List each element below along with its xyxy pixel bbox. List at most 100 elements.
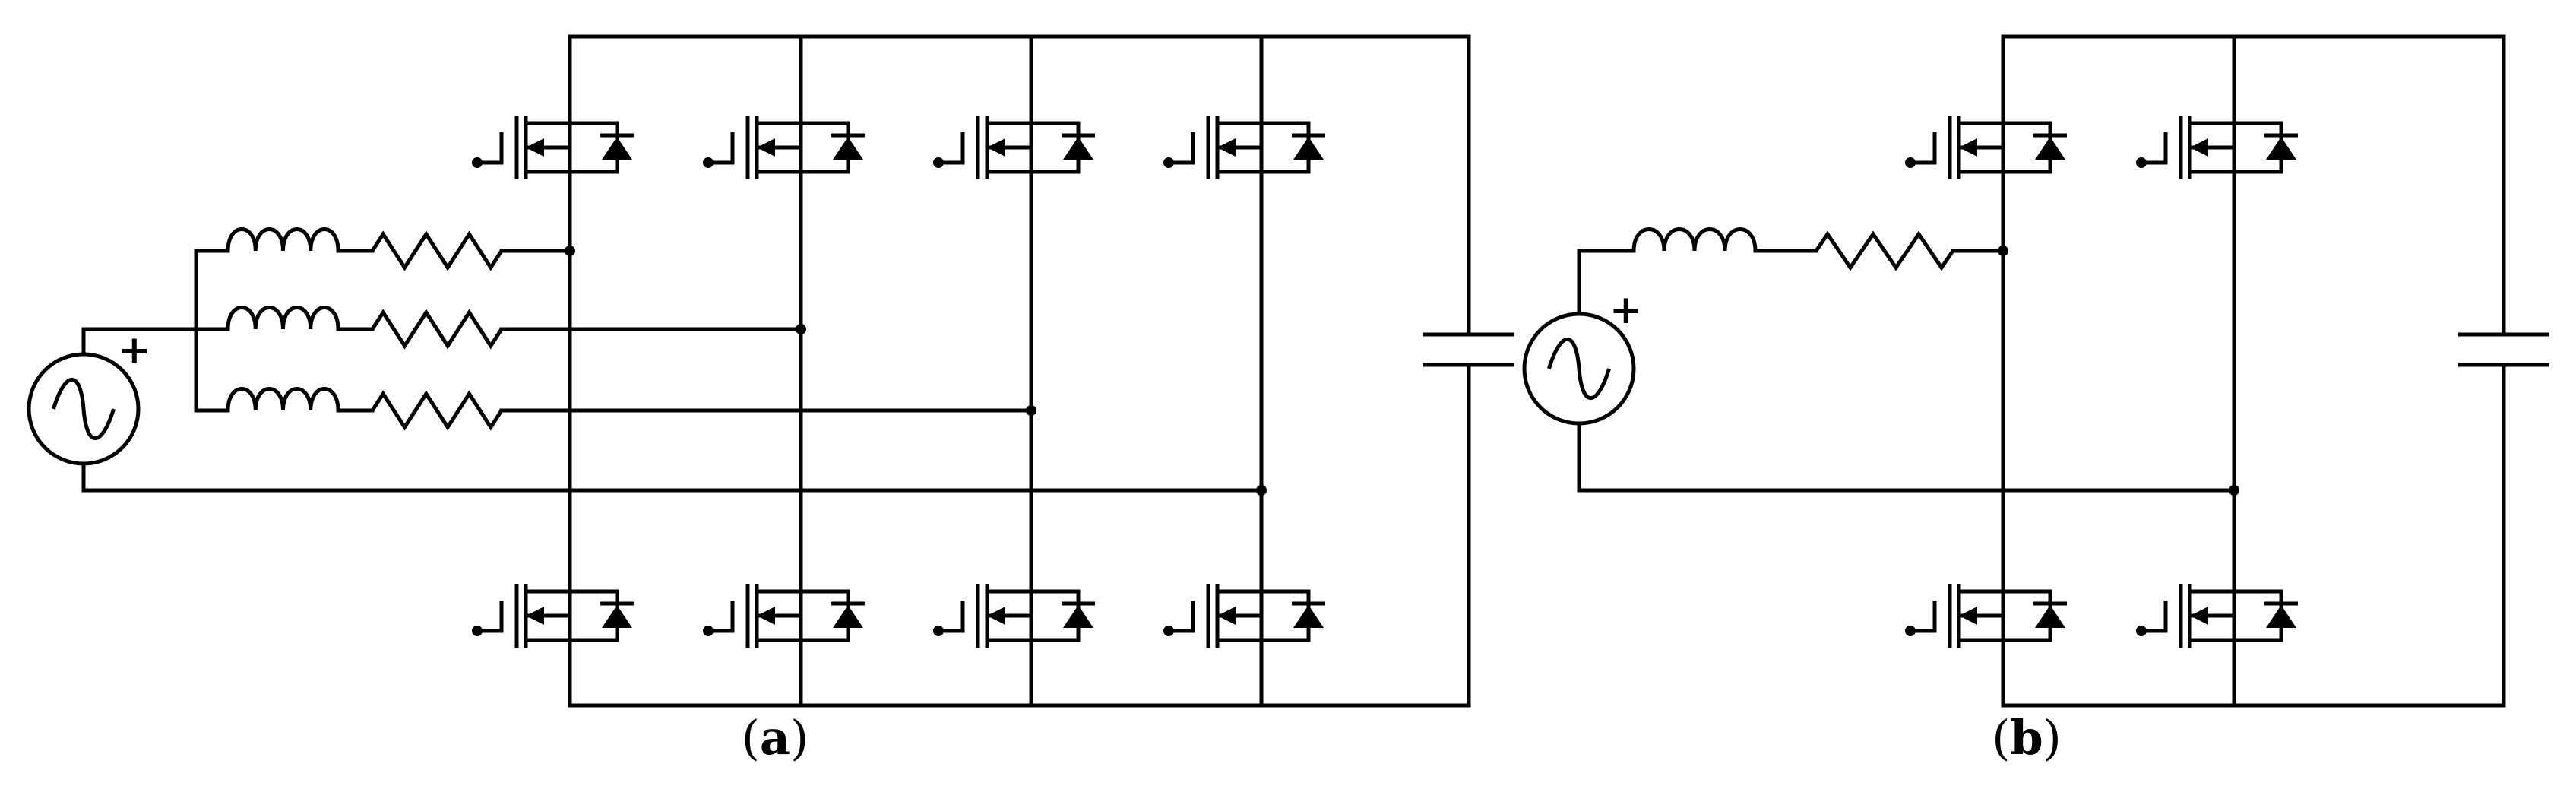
capacitor-icon <box>1423 332 1514 367</box>
gate-lead <box>479 132 504 165</box>
source-lead <box>526 638 572 661</box>
mosfet-arrow <box>1217 138 1236 157</box>
gate-lead <box>1170 601 1195 633</box>
mosfet-arrow <box>2190 607 2208 625</box>
resistor-icon <box>1814 230 1955 271</box>
drain-lead <box>2190 102 2236 125</box>
body-lead <box>987 145 1033 172</box>
source-lead <box>1217 638 1264 661</box>
mosfet-arrow <box>526 138 544 157</box>
diode-triangle <box>1063 605 1093 628</box>
source-lead <box>757 170 803 193</box>
gate-terminal <box>1905 626 1916 636</box>
drain-lead <box>757 570 803 594</box>
capacitor-gap <box>1463 334 1475 365</box>
diode-triangle <box>2266 137 2296 160</box>
mosfet-icon <box>933 570 1095 661</box>
source-lead <box>526 170 572 193</box>
diode-triangle <box>2035 605 2065 628</box>
resistor-icon <box>370 230 504 271</box>
mosfet-arrow <box>987 607 1005 625</box>
gate-lead <box>1170 132 1195 165</box>
inductor-coil <box>226 387 340 411</box>
inductor-icon <box>226 227 340 252</box>
gate-terminal <box>1163 626 1174 636</box>
gate-terminal <box>472 157 483 168</box>
body-lead <box>2190 145 2236 172</box>
diode-triangle <box>1293 137 1324 160</box>
resistor-zigzag <box>1814 230 1955 271</box>
diode-icon <box>2264 601 2298 628</box>
gate-lead <box>940 132 965 165</box>
resistor-zigzag <box>370 390 504 431</box>
gate-terminal <box>933 157 944 168</box>
drain-lead <box>1959 102 2005 125</box>
drain-lead <box>987 570 1033 594</box>
gate-terminal <box>2136 157 2147 168</box>
resistor-zigzag <box>370 309 504 350</box>
inductor-coil <box>226 306 340 330</box>
gate-lead <box>710 132 735 165</box>
drain-lead <box>1217 102 1264 125</box>
inductor-coil <box>1631 227 1758 252</box>
gate-terminal <box>1163 157 1174 168</box>
capacitor-gap <box>2498 334 2510 365</box>
mosfet-arrow <box>987 138 1005 157</box>
gate-terminal <box>703 626 714 636</box>
mosfet-icon <box>703 102 865 193</box>
diode-triangle <box>833 137 863 160</box>
junction-dot <box>796 324 806 334</box>
source-bottom-wire <box>1577 421 2236 493</box>
mosfet-icon <box>1905 102 2067 193</box>
mosfet-icon <box>1163 102 1325 193</box>
mosfet-icon <box>2136 102 2298 193</box>
resistor-icon <box>370 309 504 350</box>
gate-lead <box>1912 601 1937 633</box>
diode-triangle <box>602 137 632 160</box>
mosfet-icon <box>1163 570 1325 661</box>
diode-triangle <box>2266 605 2296 628</box>
gate-lead <box>940 601 965 633</box>
diode-icon <box>1292 601 1325 628</box>
junction-dot <box>2229 485 2239 496</box>
mosfet-icon <box>2136 570 2298 661</box>
body-lead <box>2190 613 2236 640</box>
drain-lead <box>1959 570 2005 594</box>
drain-lead <box>526 102 572 125</box>
mosfet-arrow <box>526 607 544 625</box>
junction-dot <box>1256 485 1267 496</box>
mosfet-icon <box>472 570 634 661</box>
body-lead <box>1217 613 1264 640</box>
mosfet-arrow <box>1959 607 1977 625</box>
mosfet-arrow <box>2190 138 2208 157</box>
gate-lead <box>479 601 504 633</box>
diode-icon <box>831 601 865 628</box>
drain-lead <box>2190 570 2236 594</box>
gate-terminal <box>933 626 944 636</box>
diode-icon <box>2264 133 2298 160</box>
resistor-icon <box>370 390 504 431</box>
diode-icon <box>831 133 865 160</box>
body-lead <box>757 613 803 640</box>
mosfet-arrow <box>1959 138 1977 157</box>
diode-triangle <box>602 605 632 628</box>
diode-icon <box>1062 601 1095 628</box>
body-lead <box>526 613 572 640</box>
dc-bus-rails <box>568 34 1471 708</box>
dc-bus-rails <box>2001 34 2506 708</box>
body-lead <box>526 145 572 172</box>
diode-triangle <box>1293 605 1324 628</box>
gate-lead <box>2143 601 2168 633</box>
diode-icon <box>600 601 634 628</box>
mosfet-arrow <box>1217 607 1236 625</box>
diode-triangle <box>2035 137 2065 160</box>
body-lead <box>1959 613 2005 640</box>
body-lead <box>1217 145 1264 172</box>
mosfet-arrow <box>757 138 775 157</box>
ac-source-icon <box>27 352 141 466</box>
drain-lead <box>1217 570 1264 594</box>
capacitor-icon <box>2458 332 2549 367</box>
source-lead <box>987 170 1033 193</box>
